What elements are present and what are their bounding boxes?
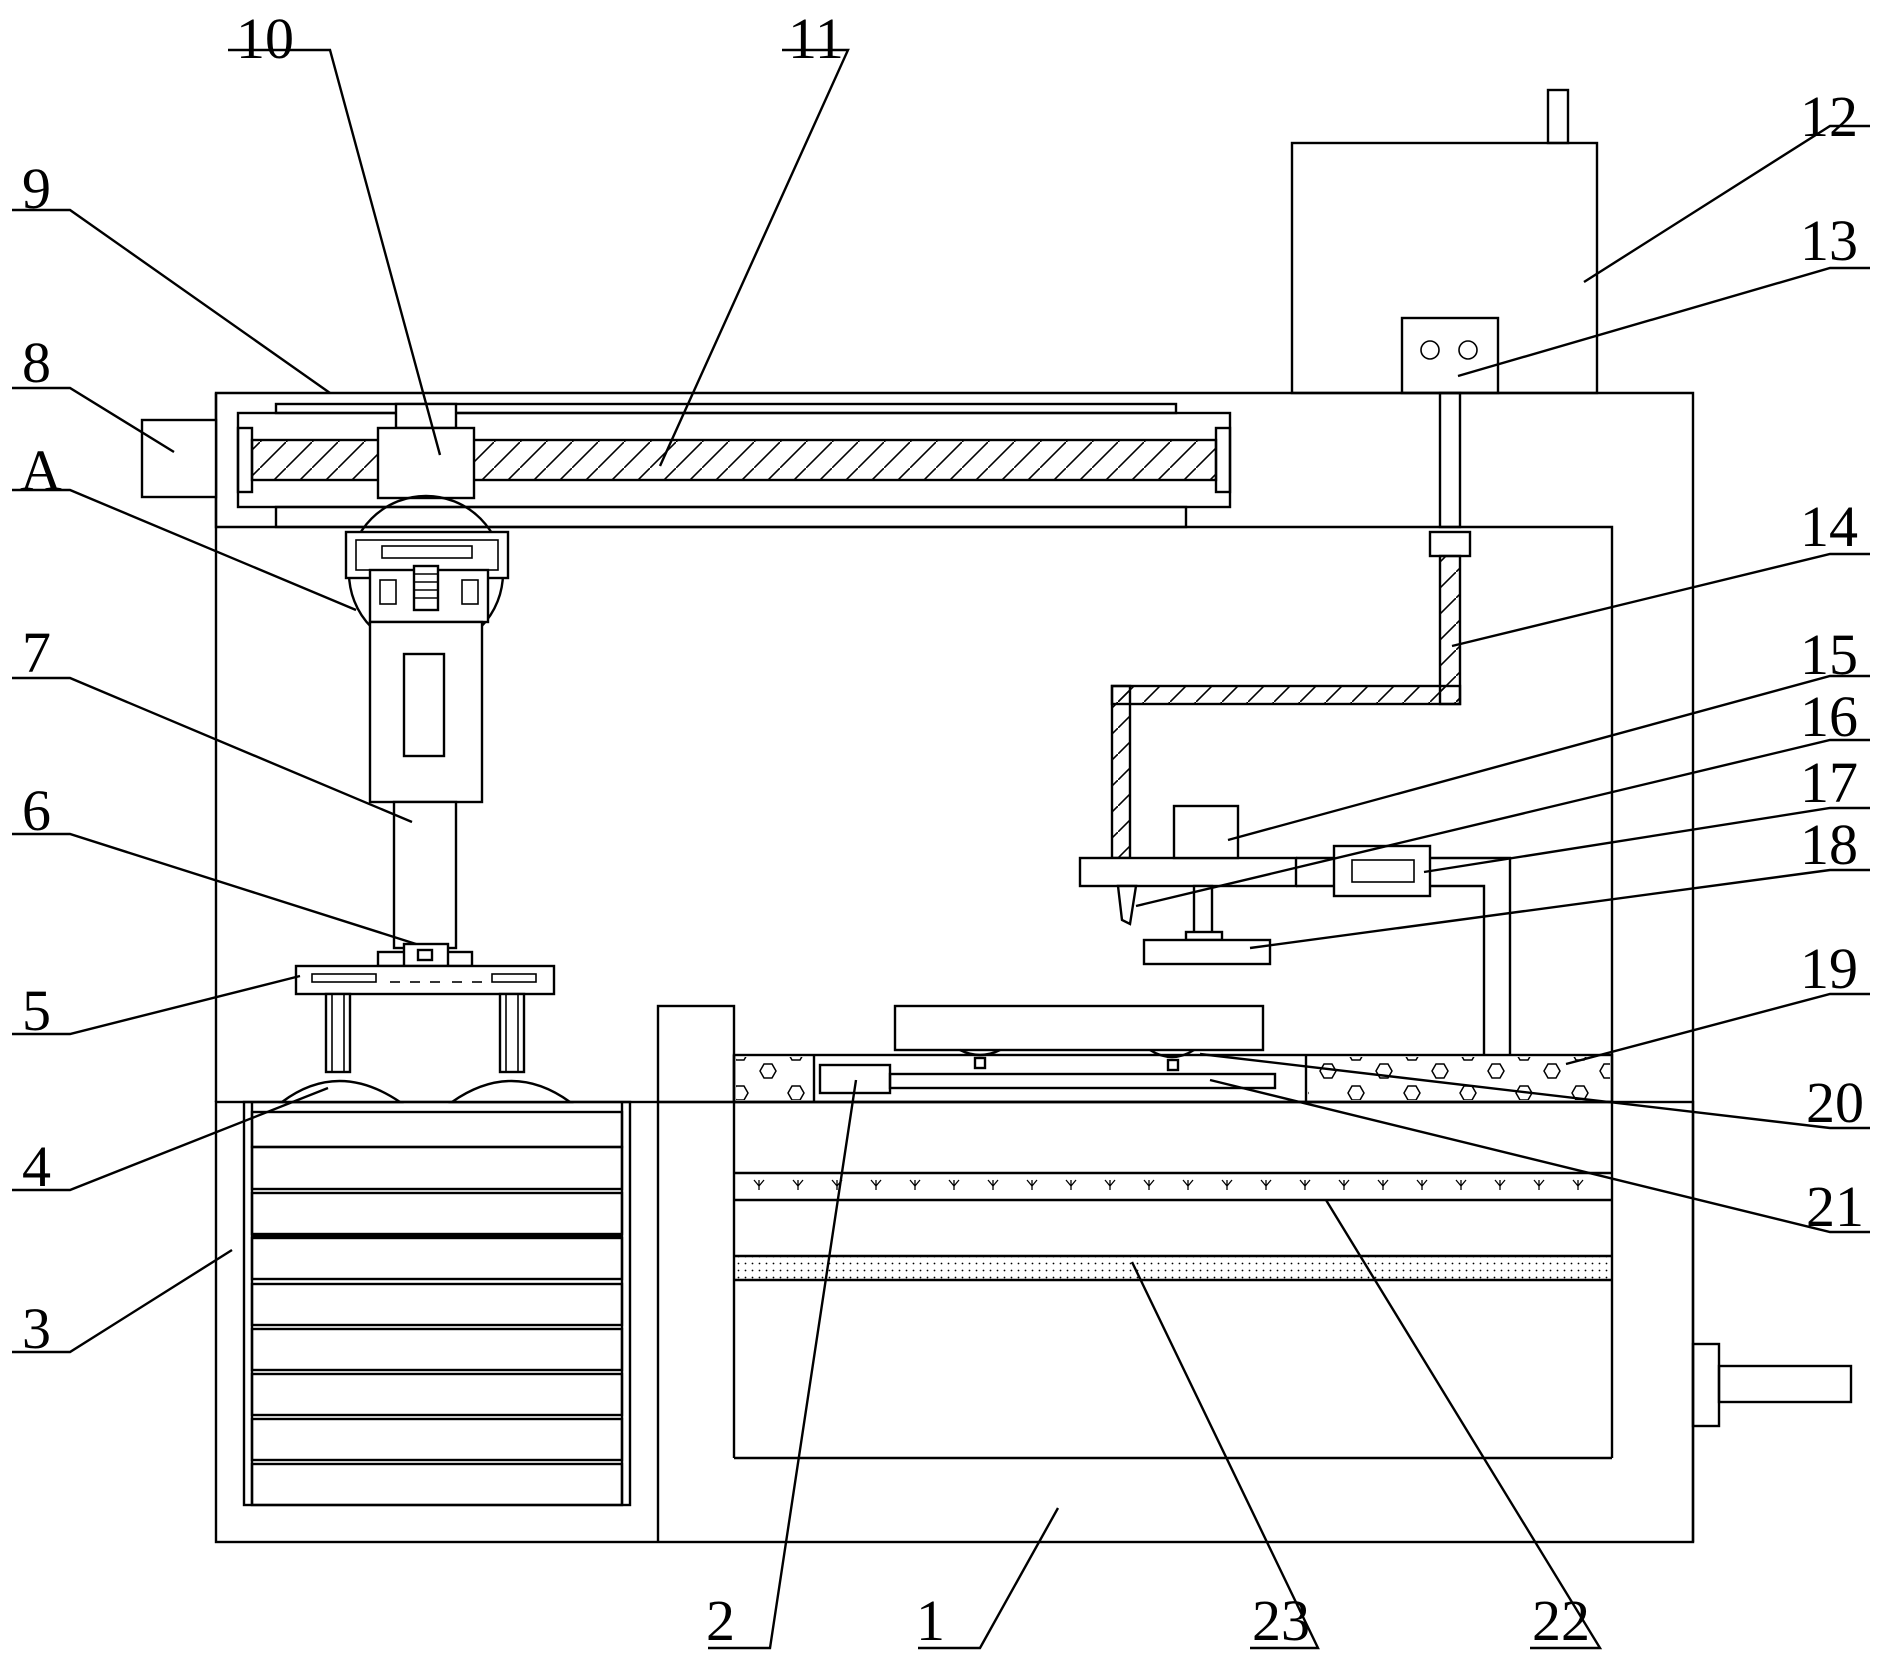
label-13: 13: [1800, 208, 1858, 273]
label-22: 22: [1532, 1588, 1590, 1653]
label-8: 8: [22, 330, 51, 395]
suction-cups: [278, 1079, 574, 1104]
work-plate: [893, 1004, 1265, 1072]
label-7: 7: [22, 620, 51, 685]
motor-15: [1172, 804, 1240, 860]
control-panel: [1400, 316, 1500, 395]
leader-lines: [12, 48, 1870, 1650]
growth-layer: [734, 1171, 1612, 1202]
label-4: 4: [22, 1134, 51, 1199]
tool-plate: [1078, 856, 1334, 926]
slide-track: [818, 1063, 1277, 1095]
label-19: 19: [1800, 936, 1858, 1001]
label-10: 10: [236, 6, 294, 71]
label-A: A: [20, 438, 62, 503]
label-5: 5: [22, 978, 51, 1043]
grinding-disc: [1142, 884, 1272, 966]
porous-layer: [732, 1053, 1614, 1104]
telescopic-arm: [368, 620, 484, 950]
label-20: 20: [1806, 1070, 1864, 1135]
feed-pipe: [1110, 391, 1472, 860]
label-16: 16: [1800, 684, 1858, 749]
suction-frame: [294, 964, 556, 1074]
label-3: 3: [22, 1296, 51, 1361]
label-14: 14: [1800, 494, 1858, 559]
coupler: [376, 942, 474, 968]
label-21: 21: [1806, 1174, 1864, 1239]
dotted-layer: [734, 1254, 1612, 1282]
slider-block: [376, 402, 476, 500]
sensor-17: [1332, 844, 1512, 1055]
label-11: 11: [788, 6, 844, 71]
outlet-pipe: [1691, 1342, 1853, 1428]
base-cabinet: [214, 1100, 1695, 1544]
label-12: 12: [1800, 84, 1858, 149]
label-18: 18: [1800, 812, 1858, 877]
label-2: 2: [706, 1588, 735, 1653]
drawer-stack: [242, 1100, 632, 1507]
label-17: 17: [1800, 750, 1858, 815]
motor: [140, 418, 218, 499]
label-6: 6: [22, 778, 51, 843]
label-23: 23: [1252, 1588, 1310, 1653]
control-box: [1290, 88, 1599, 395]
label-15: 15: [1800, 622, 1858, 687]
label-9: 9: [22, 156, 51, 221]
label-1: 1: [916, 1588, 945, 1653]
reference-labels: 10 11 9 8 A 7 6 5 4 3 12 13 14 15 16 17 …: [20, 6, 1864, 1653]
